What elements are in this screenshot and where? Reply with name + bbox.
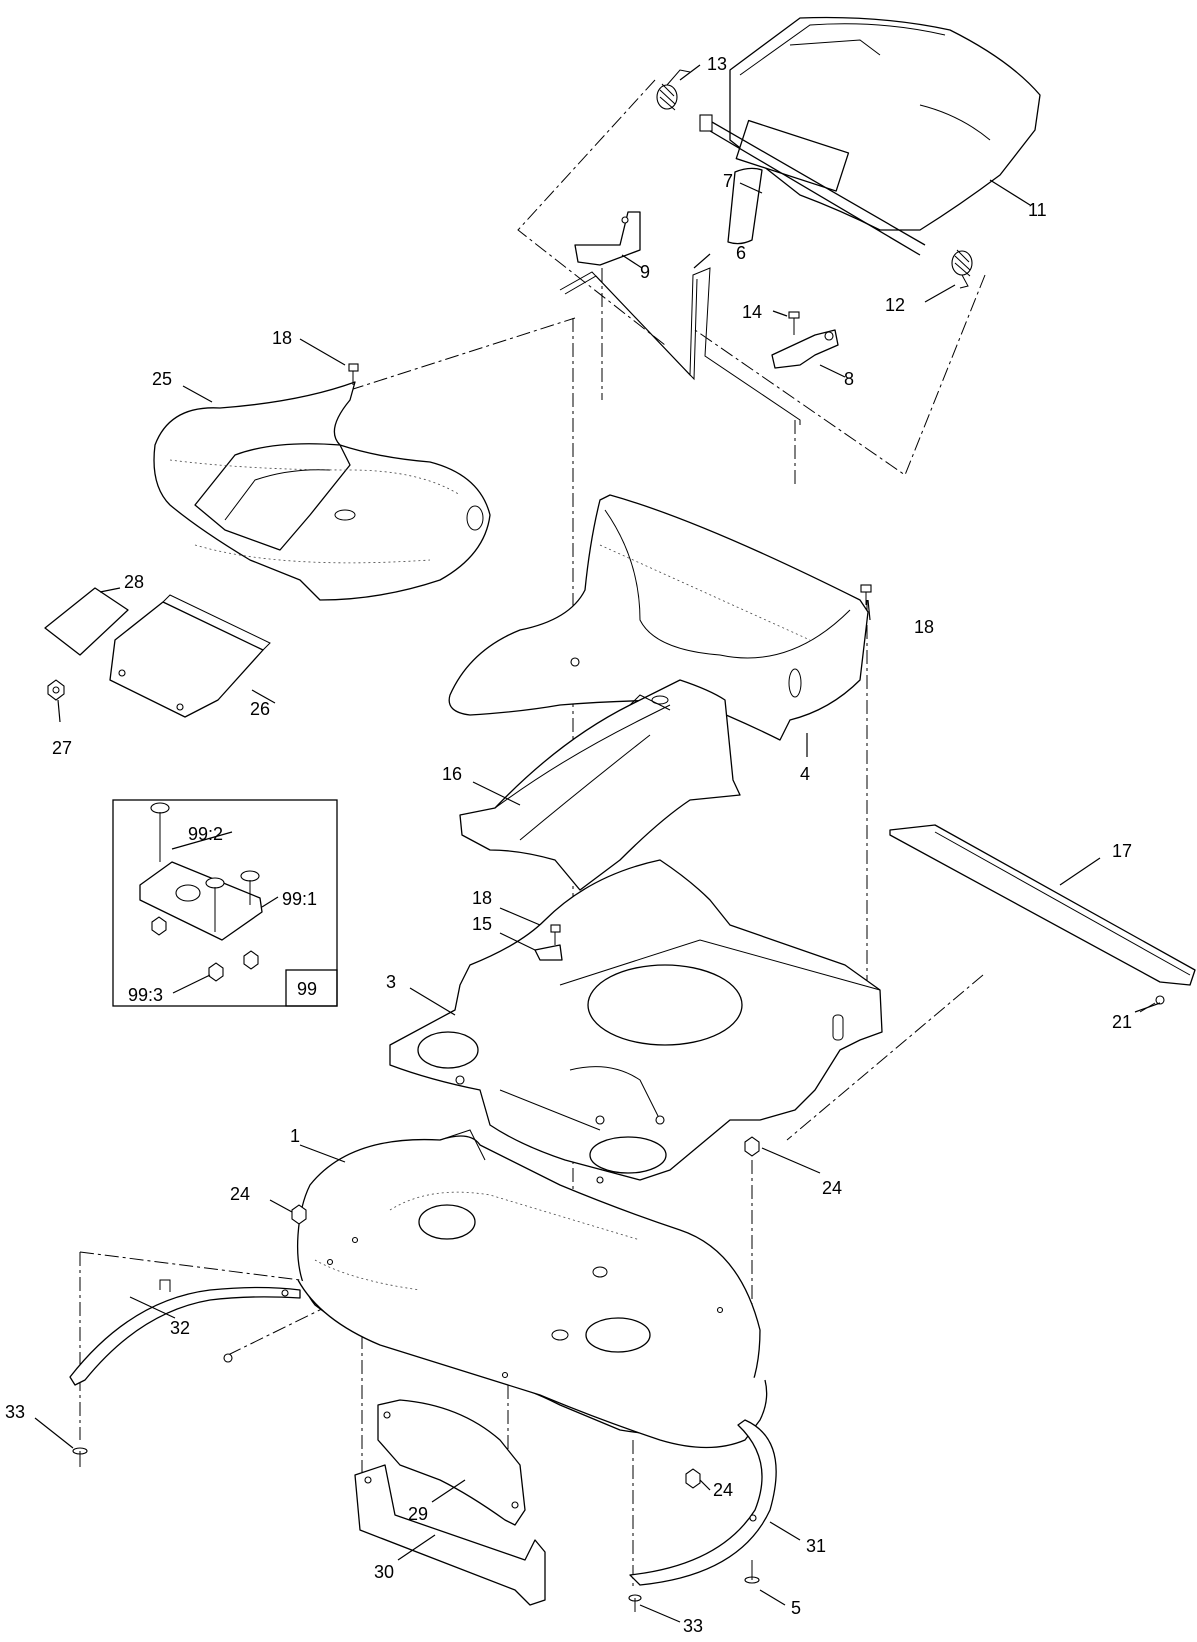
- callout-16: 16: [442, 764, 462, 784]
- callout-17: 17: [1112, 841, 1132, 861]
- callout-31: 31: [806, 1536, 826, 1556]
- callout-25: 25: [152, 369, 172, 389]
- callout-9: 9: [640, 262, 650, 282]
- callout-18-top-left: 18: [272, 328, 292, 348]
- callout-12: 12: [885, 295, 905, 315]
- part-11-seat: [699, 16, 1041, 256]
- part-26-plate: [109, 594, 271, 718]
- callout-99-3: 99:3: [128, 985, 163, 1005]
- callout-28: 28: [124, 572, 144, 592]
- part-5-bolt: [744, 1560, 760, 1584]
- part-16-tunnel: [459, 679, 741, 891]
- callout-15: 15: [472, 914, 492, 934]
- callout-30: 30: [374, 1562, 394, 1582]
- leader-lines: [34, 64, 1161, 1623]
- part-screw-side: [223, 1353, 233, 1363]
- callout-8: 8: [844, 369, 854, 389]
- part-6-rod: [559, 267, 801, 425]
- callout-99-1: 99:1: [282, 889, 317, 909]
- callout-27: 27: [52, 738, 72, 758]
- part-14-bolt: [788, 311, 800, 335]
- part-8-bracket: [771, 329, 839, 369]
- part-13-spring: [656, 69, 691, 111]
- part-24-nut-lower: [685, 1468, 701, 1489]
- part-30-plate: [354, 1464, 546, 1606]
- inset-box-label: 99: [297, 979, 317, 999]
- part-18-screw-middle: [550, 924, 561, 945]
- part-9-bracket: [574, 211, 641, 266]
- callout-24-left: 24: [230, 1184, 250, 1204]
- callout-32: 32: [170, 1318, 190, 1338]
- callout-7: 7: [723, 171, 733, 191]
- callout-18-right: 18: [914, 617, 934, 637]
- part-18-screw-right: [860, 584, 872, 605]
- part-1-deck: [296, 1129, 768, 1449]
- part-21-screw: [1139, 995, 1165, 1013]
- part-4-console-cover: [448, 494, 869, 741]
- part-3-chassis: [389, 859, 883, 1184]
- callout-29: 29: [408, 1504, 428, 1524]
- callout-1: 1: [290, 1126, 300, 1146]
- part-18-screw-top-left: [348, 363, 359, 385]
- callout-14: 14: [742, 302, 762, 322]
- callout-33-bottom: 33: [683, 1616, 703, 1636]
- callout-26: 26: [250, 699, 270, 719]
- part-33-screw-left: [72, 1447, 88, 1467]
- part-15-bracket: [534, 944, 563, 961]
- callout-3: 3: [386, 972, 396, 992]
- part-24-nut-left: [291, 1204, 307, 1225]
- callout-6: 6: [736, 243, 746, 263]
- inset-99: [112, 799, 338, 1007]
- callout-21: 21: [1112, 1012, 1132, 1032]
- part-28-decal: [44, 587, 129, 656]
- part-12-spring: [951, 249, 973, 289]
- callout-labels: 13 11 12 7 9 6 14 8 18 25 18 28 26 27 4 …: [5, 54, 1132, 1636]
- part-7-pad: [727, 167, 763, 245]
- part-17-trim: [889, 824, 1196, 986]
- callout-13: 13: [707, 54, 727, 74]
- callout-24-lower: 24: [713, 1480, 733, 1500]
- callout-4: 4: [800, 764, 810, 784]
- callout-11: 11: [1028, 200, 1047, 220]
- callout-99-2: 99:2: [188, 824, 223, 844]
- part-33-screw-bottom: [628, 1594, 642, 1612]
- part-31-bracket: [629, 1419, 777, 1586]
- part-24-nut-upper-right: [744, 1136, 760, 1157]
- part-27-nut: [47, 679, 65, 701]
- callout-24-right: 24: [822, 1178, 842, 1198]
- part-25-fender: [153, 381, 491, 601]
- part-29-baffle: [377, 1399, 526, 1526]
- callout-5: 5: [791, 1598, 801, 1618]
- callout-18-middle: 18: [472, 888, 492, 908]
- callout-33-left: 33: [5, 1402, 25, 1422]
